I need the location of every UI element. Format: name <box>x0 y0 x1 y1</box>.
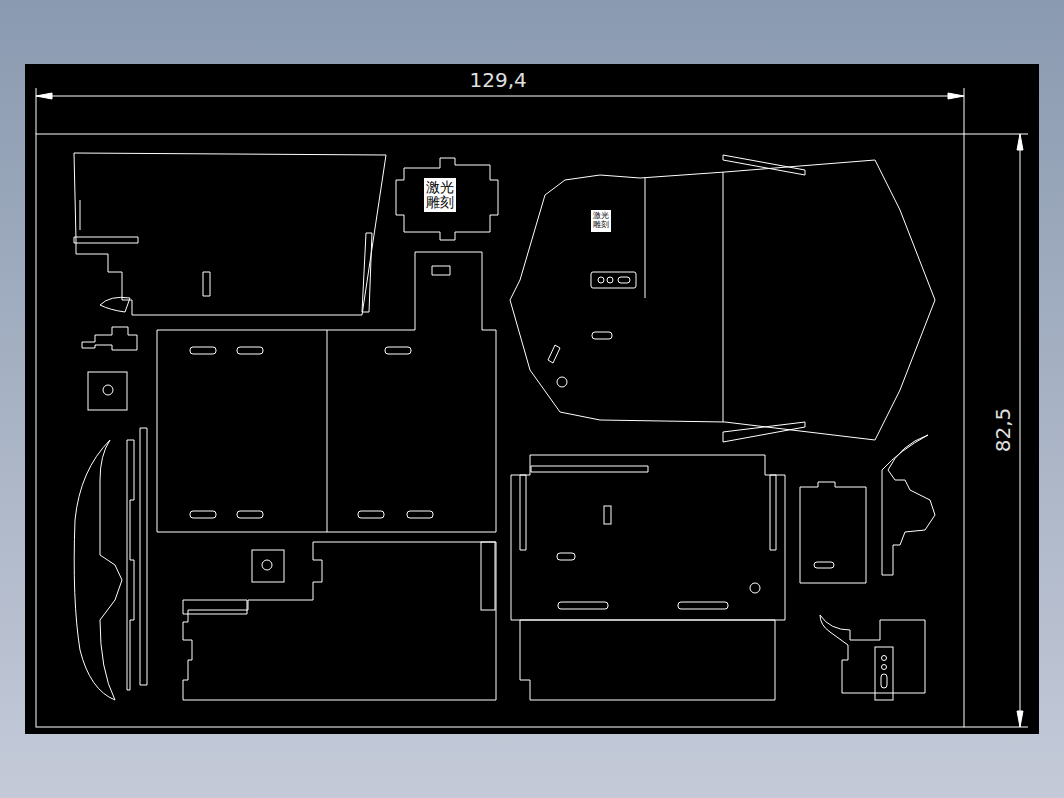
engraving-text: 激光雕刻 <box>593 212 609 230</box>
dimension-text: 129,4 <box>470 68 527 92</box>
engraving-text: 激光雕刻 <box>426 180 454 211</box>
drawing-ground <box>25 64 1039 734</box>
engraving-box: 激光雕刻 <box>424 178 456 213</box>
dimension-text: 82,5 <box>991 408 1015 453</box>
sheet-border <box>36 134 964 727</box>
dimension-lines <box>36 88 1028 727</box>
laser-parts <box>36 88 1028 727</box>
engraving-box: 激光雕刻 <box>591 210 611 232</box>
